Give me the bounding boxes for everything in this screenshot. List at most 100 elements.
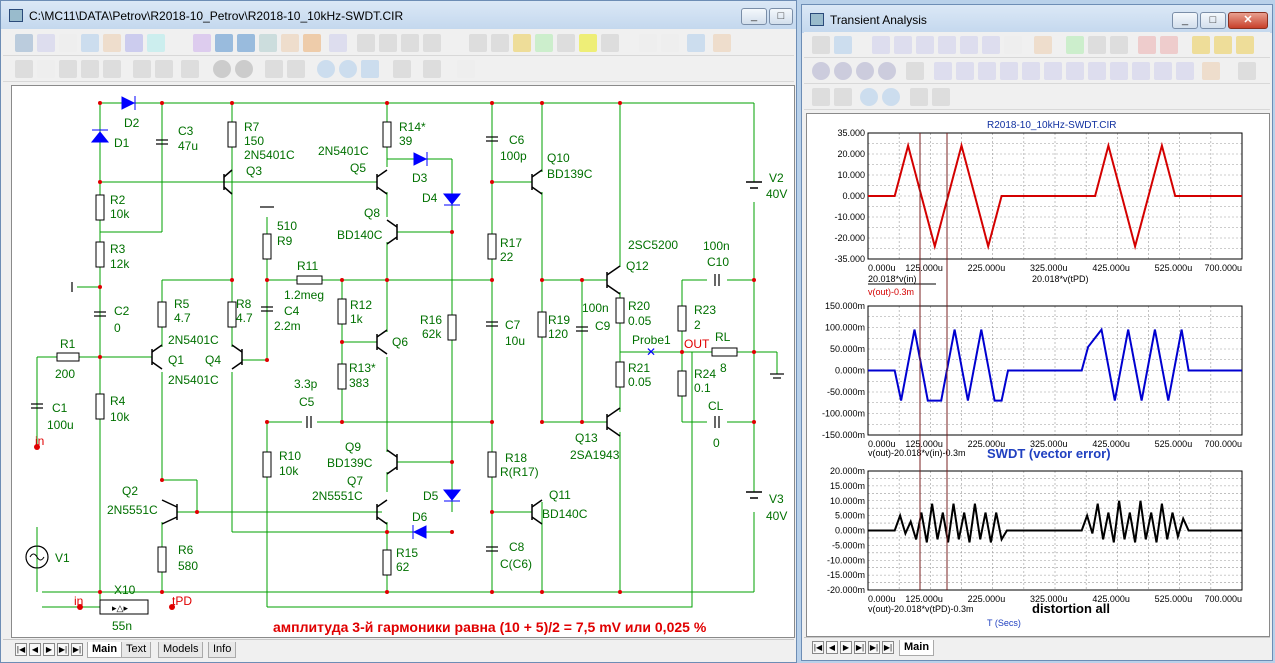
- scale5-icon[interactable]: [960, 36, 978, 54]
- peak6-icon[interactable]: [1044, 62, 1062, 80]
- fit2-icon[interactable]: [834, 88, 852, 106]
- measure2-icon[interactable]: [834, 62, 852, 80]
- swap-tool-icon[interactable]: [557, 34, 575, 52]
- layout-tool-icon[interactable]: [423, 60, 441, 78]
- measure4-icon[interactable]: [878, 62, 896, 80]
- zoom-in-icon[interactable]: [317, 60, 335, 78]
- analysis-minimize-button[interactable]: _: [1172, 12, 1198, 29]
- select-tool-icon[interactable]: [15, 34, 33, 52]
- analysis-nav-next-button[interactable]: ▶: [840, 641, 852, 654]
- clipboard-icon[interactable]: [1202, 62, 1220, 80]
- peak4-icon[interactable]: [1000, 62, 1018, 80]
- peak12-icon[interactable]: [1176, 62, 1194, 80]
- analysis-nav-end-button[interactable]: ▶|: [868, 641, 880, 654]
- stop-run-icon[interactable]: [1088, 36, 1106, 54]
- scale-icon[interactable]: [872, 36, 890, 54]
- peak10-icon[interactable]: [1132, 62, 1150, 80]
- fit1-icon[interactable]: [812, 88, 830, 106]
- copy2-icon[interactable]: [932, 88, 950, 106]
- page2-tool-icon[interactable]: [661, 34, 679, 52]
- tab-info[interactable]: Info: [208, 642, 237, 658]
- peak1-icon[interactable]: [934, 62, 952, 80]
- box-tool-icon[interactable]: [37, 60, 55, 78]
- find2-tool-icon[interactable]: [155, 60, 173, 78]
- cursor-icon[interactable]: [1138, 36, 1156, 54]
- analysis-nav-prev-button[interactable]: ◀: [826, 641, 838, 654]
- list-icon[interactable]: [1238, 62, 1256, 80]
- copy1-icon[interactable]: [910, 88, 928, 106]
- layout1-icon[interactable]: [1192, 36, 1210, 54]
- pause-icon[interactable]: [1110, 36, 1128, 54]
- peak11-icon[interactable]: [1154, 62, 1172, 80]
- help-tool-icon[interactable]: [237, 34, 255, 52]
- component-tool-icon[interactable]: [147, 34, 165, 52]
- cut-tool-icon[interactable]: [181, 60, 199, 78]
- warning-tool-icon[interactable]: [579, 34, 597, 52]
- measure1-icon[interactable]: [812, 62, 830, 80]
- move-tool-icon[interactable]: [15, 60, 33, 78]
- line-tool-icon[interactable]: [81, 34, 99, 52]
- nav-first-button[interactable]: |◀: [15, 643, 27, 656]
- notes-icon[interactable]: [906, 62, 924, 80]
- measure3-icon[interactable]: [856, 62, 874, 80]
- analysis-tab-main[interactable]: Main: [899, 640, 935, 656]
- grid-tool-icon[interactable]: [259, 34, 277, 52]
- grid2-tool-icon[interactable]: [601, 34, 619, 52]
- rotate-tool-icon[interactable]: [59, 60, 77, 78]
- tab-models[interactable]: Models: [158, 642, 204, 658]
- lightning-tool-icon[interactable]: [513, 34, 531, 52]
- stop2-tool-icon[interactable]: [235, 60, 253, 78]
- info-tool-icon[interactable]: [215, 34, 233, 52]
- check-tool-icon[interactable]: [535, 34, 553, 52]
- zoom-out-icon[interactable]: [339, 60, 357, 78]
- paste-tool-icon[interactable]: [287, 60, 305, 78]
- peak8-icon[interactable]: [1088, 62, 1106, 80]
- analysis-nav-last-button[interactable]: ▶|: [854, 641, 866, 654]
- node-tool-icon[interactable]: [281, 34, 299, 52]
- nav-prev-button[interactable]: ◀: [29, 643, 41, 656]
- table-tool-icon[interactable]: [303, 34, 321, 52]
- flag-tool-icon[interactable]: [193, 34, 211, 52]
- window-tool-icon[interactable]: [687, 34, 705, 52]
- pencil-tool-icon[interactable]: [103, 34, 121, 52]
- attr3-tool-icon[interactable]: [401, 34, 419, 52]
- analysis-zoom-in-icon[interactable]: [860, 88, 878, 106]
- layout3-icon[interactable]: [1236, 36, 1254, 54]
- pin-tool-icon[interactable]: [329, 34, 347, 52]
- find-tool-icon[interactable]: [133, 60, 151, 78]
- scale6-icon[interactable]: [982, 36, 1000, 54]
- nav-end-button[interactable]: ▶|: [71, 643, 83, 656]
- peak5-icon[interactable]: [1022, 62, 1040, 80]
- attr2-tool-icon[interactable]: [379, 34, 397, 52]
- tab-main[interactable]: Main: [87, 642, 123, 658]
- analysis-zoom-out-icon[interactable]: [882, 88, 900, 106]
- maximize-button[interactable]: □: [769, 8, 793, 25]
- analysis-close-button[interactable]: ✕: [1228, 12, 1268, 29]
- minimize-button[interactable]: _: [741, 8, 767, 25]
- nav-last-button[interactable]: ▶|: [57, 643, 69, 656]
- props-tool-icon[interactable]: [713, 34, 731, 52]
- attr4-tool-icon[interactable]: [423, 34, 441, 52]
- run-icon[interactable]: [1066, 36, 1084, 54]
- zoom-fit-icon[interactable]: [361, 60, 379, 78]
- x10-delay-block[interactable]: [99, 599, 149, 615]
- tab-text[interactable]: Text: [121, 642, 152, 658]
- mirror-tool-icon[interactable]: [81, 60, 99, 78]
- analysis-nav-first-button[interactable]: |◀: [812, 641, 824, 654]
- peak2-icon[interactable]: [956, 62, 974, 80]
- schematic-titlebar[interactable]: C:\MC11\DATA\Petrov\R2018-10_Petrov\R201…: [1, 1, 796, 29]
- page-tool-icon[interactable]: [639, 34, 657, 52]
- bus-tool-icon[interactable]: [125, 34, 143, 52]
- analysis-select-icon[interactable]: [812, 36, 830, 54]
- analysis-text-icon[interactable]: [1004, 36, 1022, 54]
- wire-tool-icon[interactable]: [37, 34, 55, 52]
- analysis-props-icon[interactable]: [1034, 36, 1052, 54]
- peak3-icon[interactable]: [978, 62, 996, 80]
- stop-tool-icon[interactable]: [213, 60, 231, 78]
- scale4-icon[interactable]: [938, 36, 956, 54]
- copy-tool-icon[interactable]: [265, 60, 283, 78]
- cursor2-icon[interactable]: [1160, 36, 1178, 54]
- font-tool-icon[interactable]: [457, 60, 475, 78]
- analysis-maximize-button[interactable]: □: [1200, 12, 1226, 29]
